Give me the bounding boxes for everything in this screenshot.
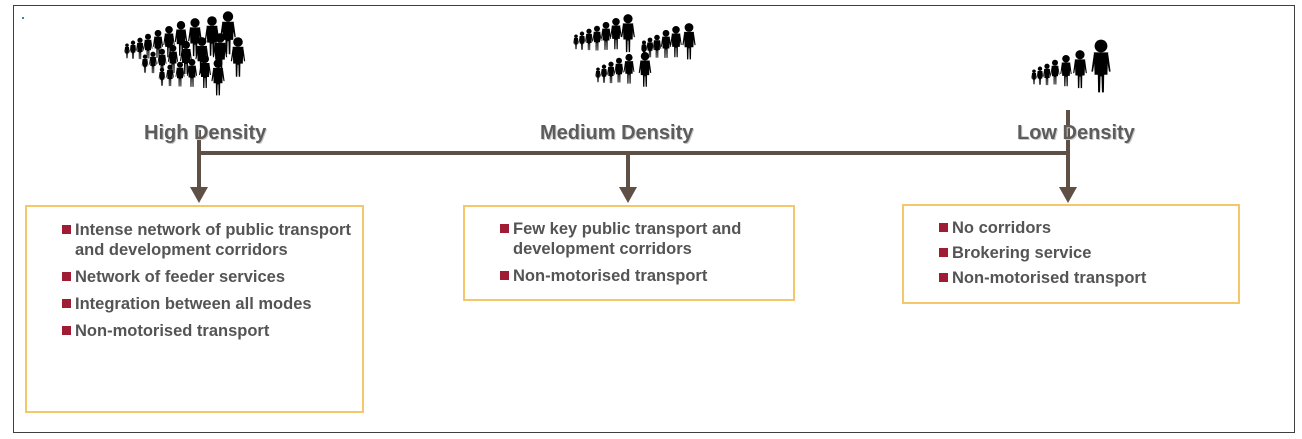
arrow-down-icon [619, 187, 637, 203]
bullet-icon [62, 299, 71, 308]
connector-high [190, 130, 208, 203]
list-item: Few key public transport and development… [500, 219, 783, 259]
connector-low [1059, 110, 1077, 203]
box-high-density: Intense network of public transport and … [25, 205, 364, 413]
crowd-large-icon [124, 11, 246, 96]
box-medium-density: Few key public transport and development… [463, 205, 795, 301]
bullet-icon [500, 224, 509, 233]
bullet-icon [500, 271, 509, 280]
corner-dot [22, 17, 24, 19]
list-item: Intense network of public transport and … [62, 220, 352, 260]
bullet-icon [939, 248, 948, 257]
bullet-icon [62, 326, 71, 335]
bullet-icon [62, 225, 71, 234]
list-item: Network of feeder services [62, 267, 352, 287]
list-item: Non-motorised transport [500, 266, 783, 286]
list-item: Brokering service [939, 243, 1228, 263]
bullet-icon [939, 223, 948, 232]
crowd-medium-icon [573, 14, 696, 87]
label-medium-density: Medium Density [540, 122, 694, 144]
list-item: No corridors [939, 218, 1228, 238]
list-item: Non-motorised transport [62, 321, 352, 341]
bullet-icon [62, 272, 71, 281]
box-low-density: No corridors Brokering service Non-motor… [902, 204, 1240, 304]
crowd-small-icon [1031, 39, 1111, 93]
label-low-density: Low Density [1017, 122, 1135, 144]
label-high-density: High Density [144, 122, 267, 144]
list-item: Non-motorised transport [939, 268, 1228, 288]
arrow-down-icon [190, 187, 208, 203]
connector-medium [619, 153, 637, 203]
bullet-icon [939, 273, 948, 282]
arrow-down-icon [1059, 187, 1077, 203]
list-item: Integration between all modes [62, 294, 352, 314]
